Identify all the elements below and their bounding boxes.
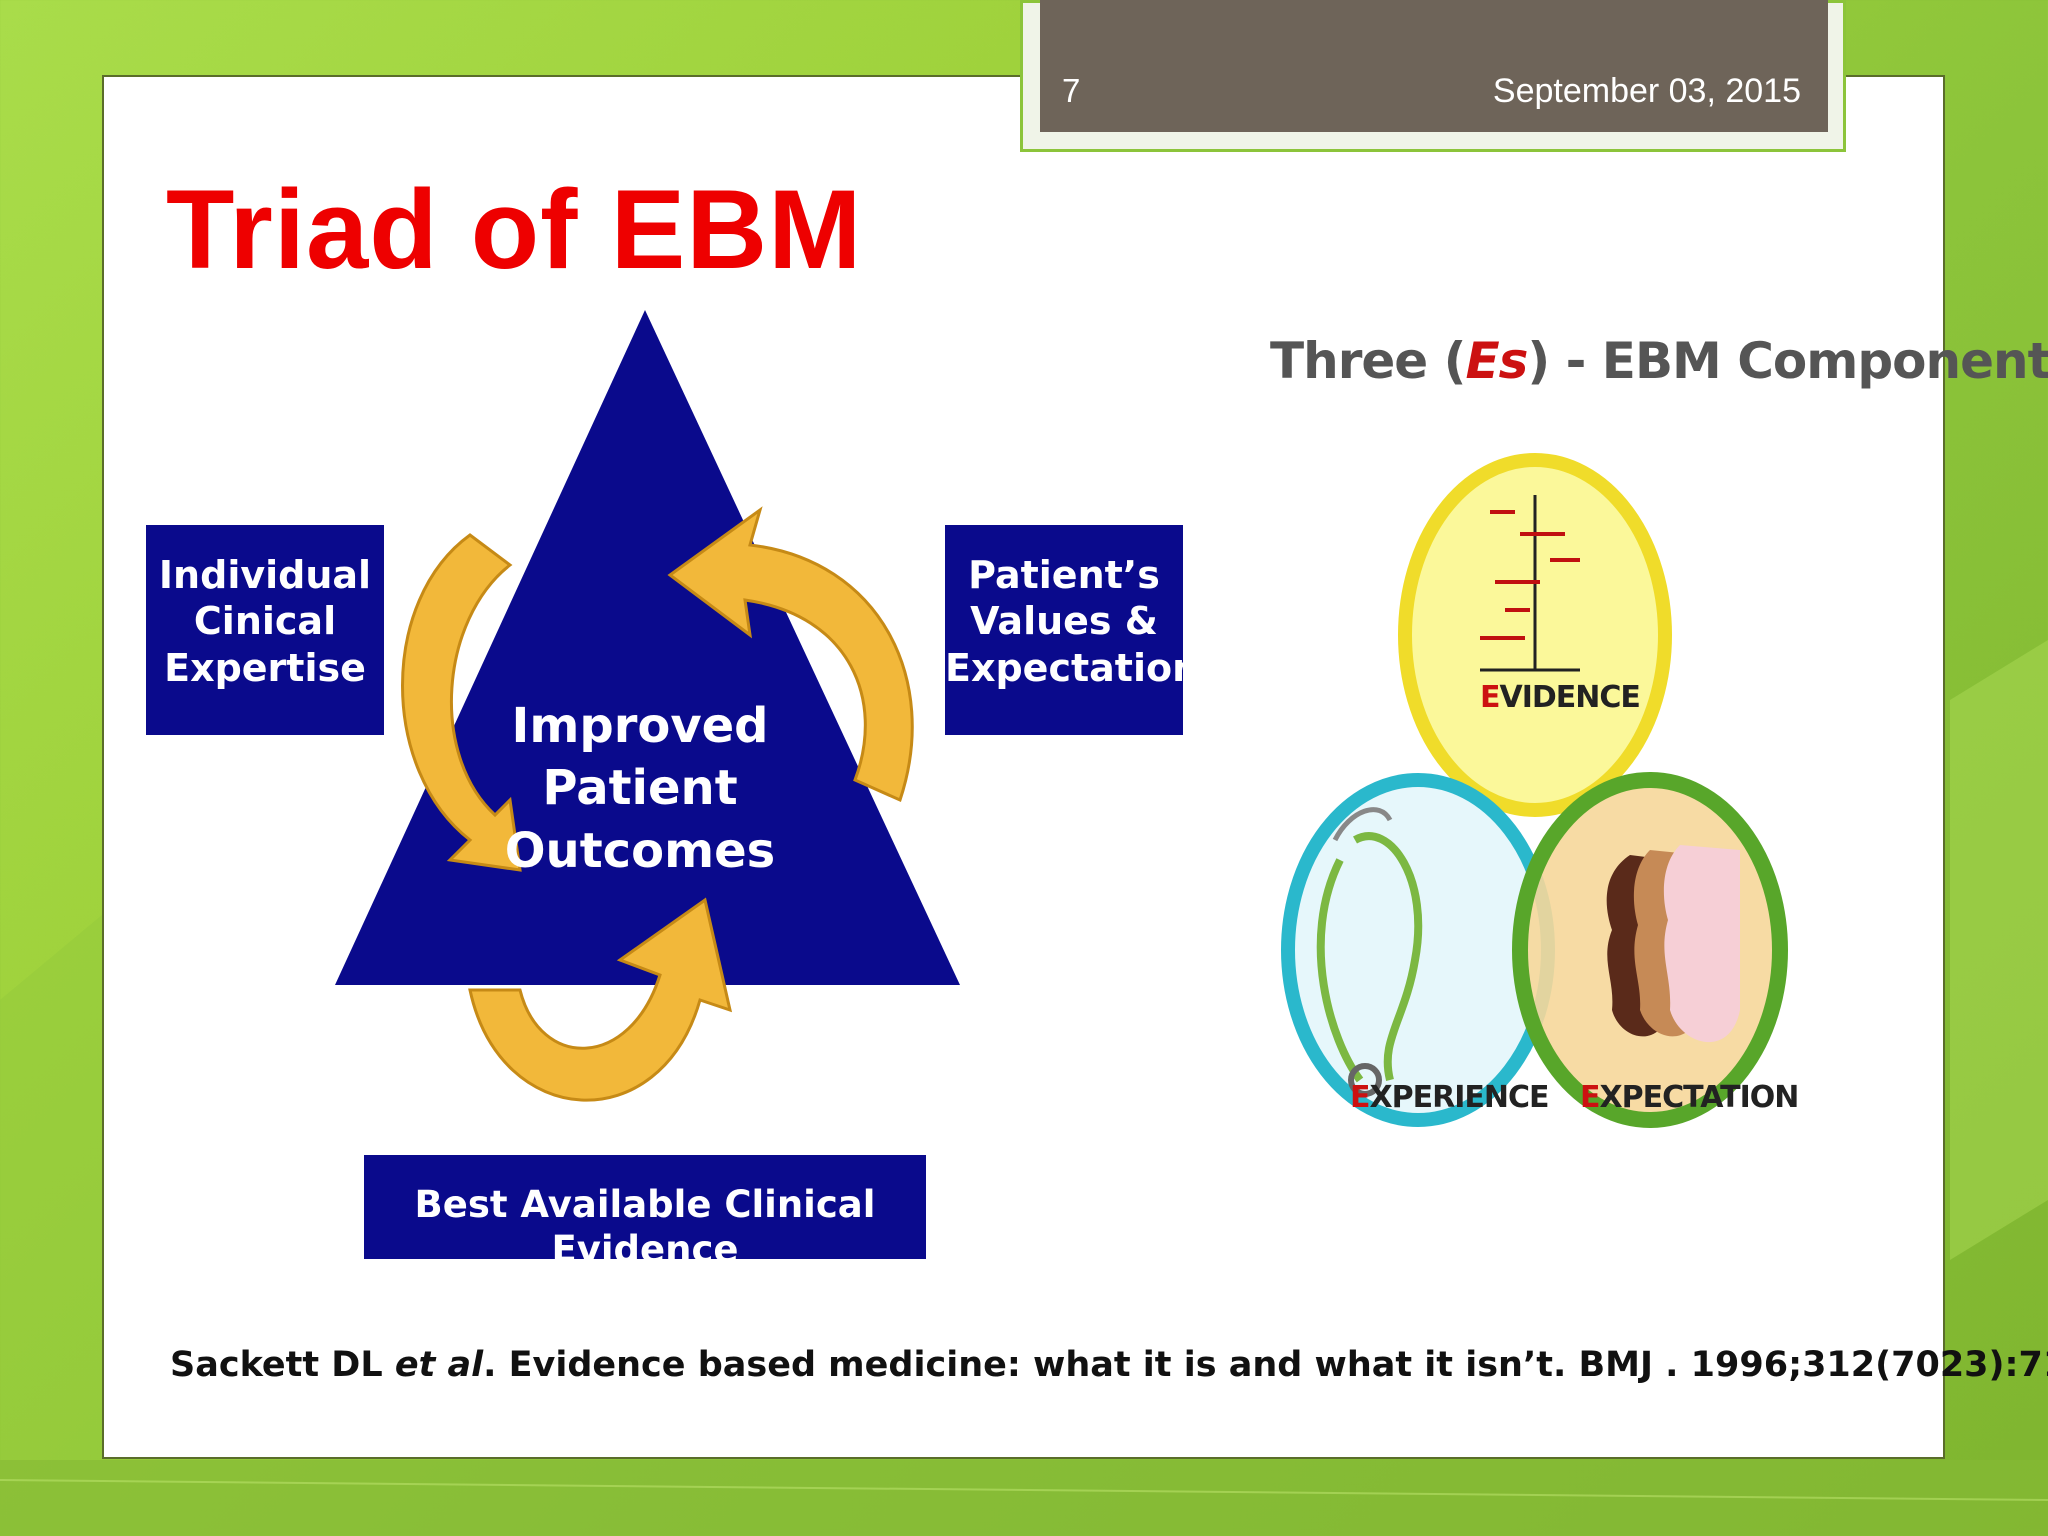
experience-rest: XPERIENCE [1369, 1080, 1550, 1115]
right-box-line3: Expectations [945, 645, 1222, 690]
title-es: Es [1465, 332, 1528, 390]
slide-date: September 03, 2015 [1492, 72, 1801, 110]
expectation-initial: E [1580, 1080, 1600, 1115]
forest-plot-icon [1480, 495, 1580, 672]
stethoscope-icon [1316, 807, 1423, 1097]
triad-graphic [146, 310, 1183, 1259]
expectation-rest: XPECTATION [1599, 1080, 1800, 1115]
left-box-line1: Individual [158, 553, 372, 597]
center-line2: Patient [542, 760, 738, 817]
evidence-label: EVIDENCE [1480, 680, 1641, 715]
title-prefix: Three ( [1270, 332, 1466, 390]
center-line3: Outcomes [504, 822, 776, 879]
title-suffix: ) - EBM Components [1527, 332, 2048, 390]
experience-label: EXPERIENCE [1350, 1080, 1550, 1115]
citation-authors: Sackett DL [170, 1345, 395, 1385]
header-tab-inner [1040, 0, 1828, 132]
citation-reference: . Evidence based medicine: what it is an… [483, 1345, 2048, 1385]
citation-etal: et al [394, 1345, 484, 1385]
faces-silhouette-icon [1606, 845, 1740, 1043]
evidence-initial: E [1480, 680, 1500, 715]
expectation-label: EXPECTATION [1580, 1080, 1800, 1115]
three-es-title: Three (Es) - EBM Components [1270, 332, 2048, 390]
left-box-label: Individual Cinical Expertise [146, 552, 384, 691]
center-label: Improved Patient Outcomes [480, 695, 800, 882]
citation: Sackett DL et al. Evidence based medicin… [170, 1345, 2048, 1385]
slide-number: 7 [1062, 72, 1081, 109]
bottom-box-label: Best Available Clinical Evidence [414, 1183, 876, 1272]
left-box-line3: Expertise [164, 645, 366, 690]
slide-title: Triad of EBM [166, 167, 863, 292]
bottom-box-shape [364, 1155, 926, 1259]
right-box-line2: Values & [970, 599, 1158, 644]
right-box-label: Patient’s Values & Expectations [945, 552, 1222, 691]
evidence-rest: VIDENCE [1499, 680, 1641, 715]
venn-graphic [1281, 453, 1788, 1128]
right-box-line1: Patient’s [968, 553, 1160, 597]
center-line1: Improved [511, 698, 769, 754]
triad-diagram: Individual Cinical Expertise Patient’s V… [140, 300, 1222, 1300]
left-box-shape [146, 525, 384, 735]
cycle-arrows [401, 506, 914, 1102]
three-es-diagram: Three (Es) - EBM Components [1240, 320, 2048, 1200]
left-box-line2: Cinical [193, 599, 337, 644]
right-box-shape [945, 525, 1183, 735]
experience-initial: E [1350, 1080, 1370, 1115]
